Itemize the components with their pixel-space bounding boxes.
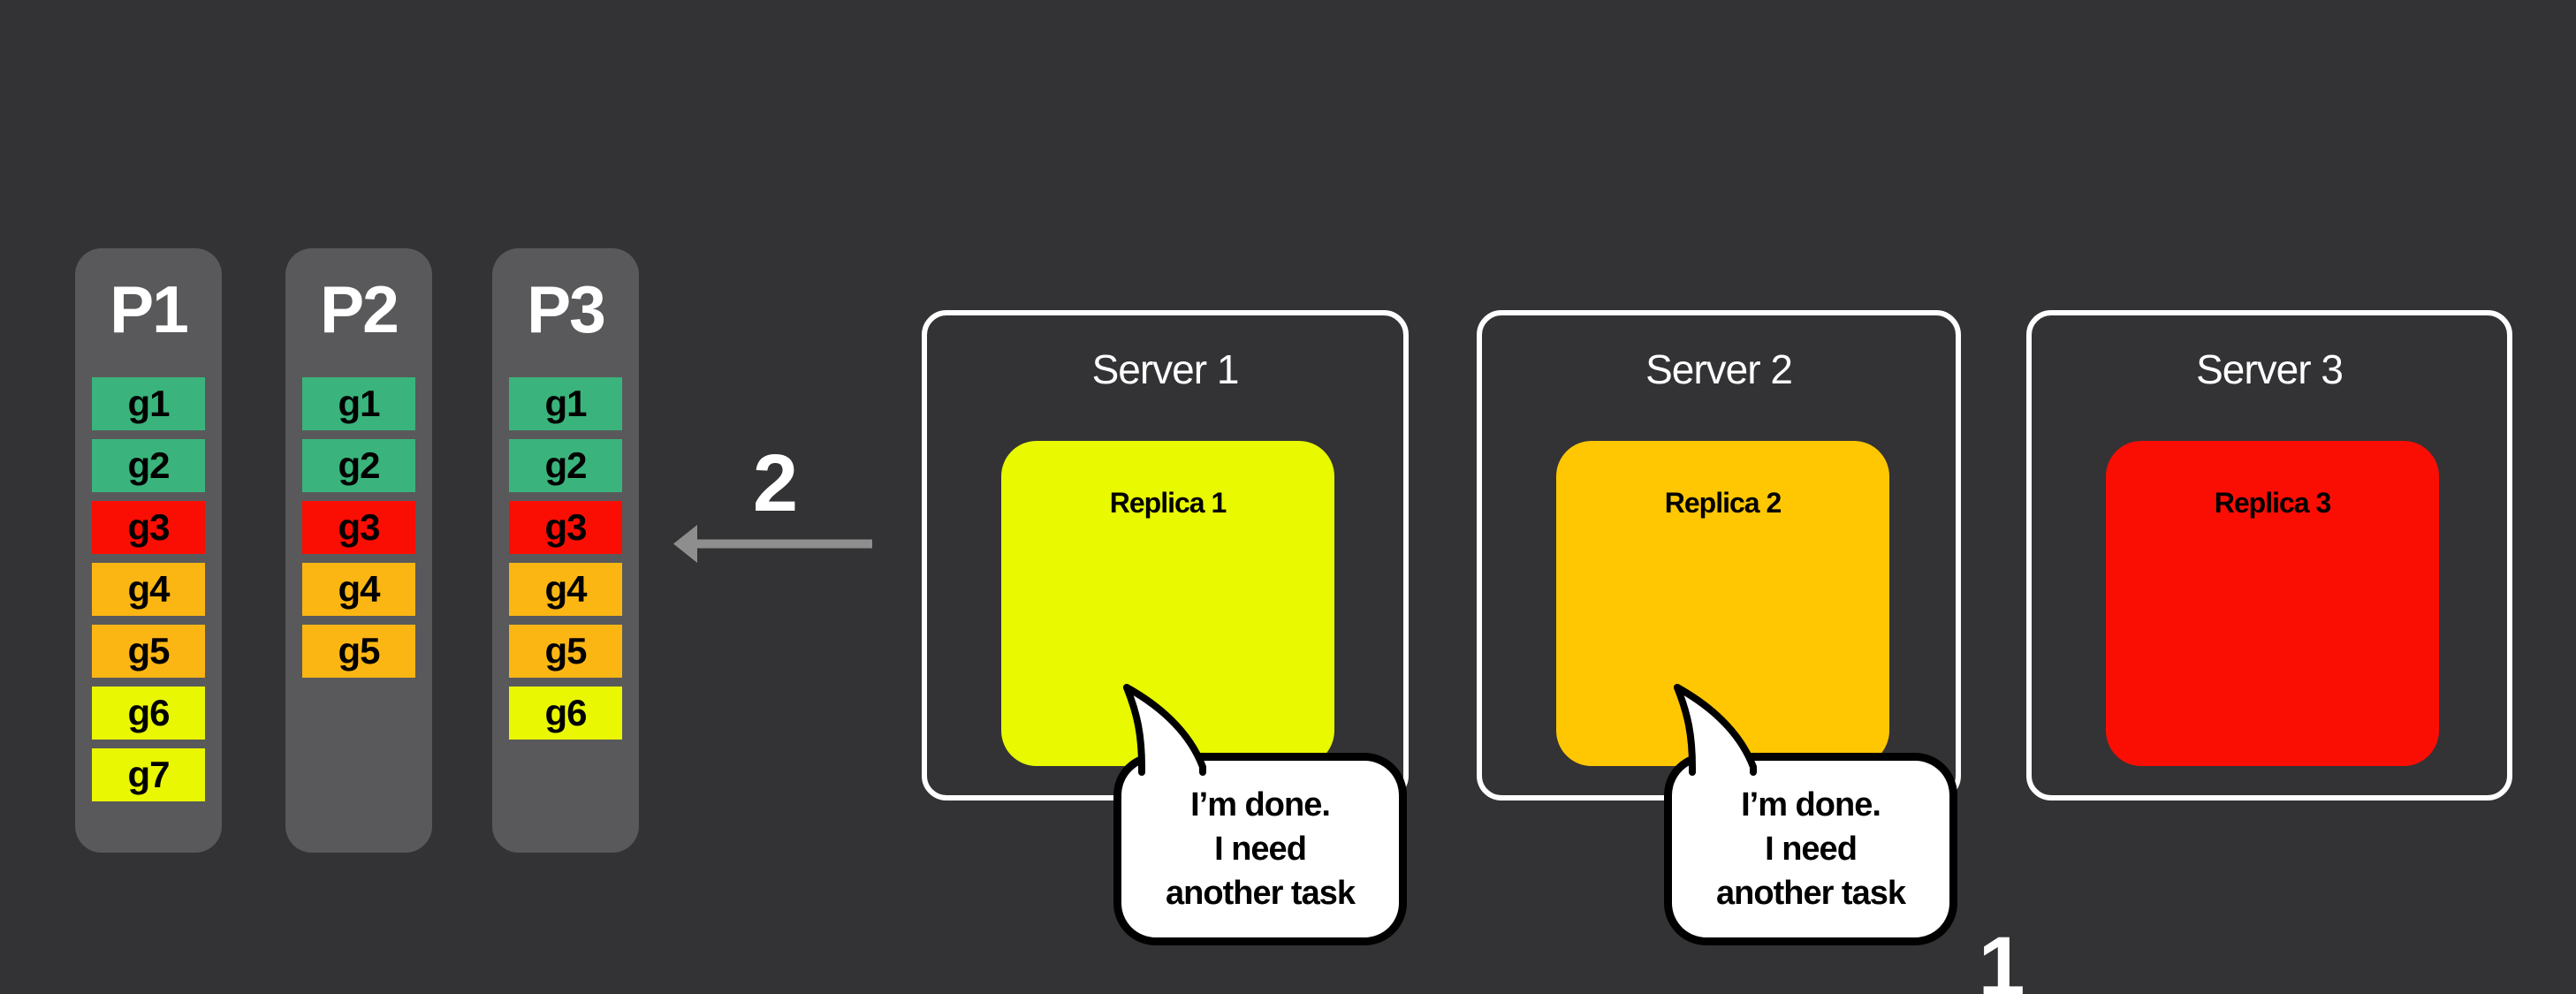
task-cell: g1 (509, 377, 622, 430)
replica-3: Replica 3 (2106, 441, 2439, 766)
replica-1: Replica 1 (1001, 441, 1334, 766)
speech-bubble-replica-1: I’m done. I need another task (1113, 753, 1407, 945)
partition-cell-stack: g1 g2 g3 g4 g5 (302, 377, 415, 678)
task-cell: g6 (509, 687, 622, 740)
partition-p3: P3 g1 g2 g3 g4 g5 g6 (492, 248, 639, 853)
server-title: Server 1 (1091, 346, 1240, 392)
task-cell: g3 (509, 501, 622, 554)
task-cell: g1 (92, 377, 205, 430)
task-cell: g5 (302, 625, 415, 678)
replica-label: Replica 1 (1109, 487, 1227, 519)
task-cell: g3 (302, 501, 415, 554)
left-arrow-icon (673, 525, 872, 563)
partition-title: P3 (527, 272, 606, 346)
replica-label: Replica 3 (2214, 487, 2332, 519)
partition-title: P2 (320, 272, 399, 346)
speech-bubble-replica-2: I’m done. I need another task (1664, 753, 1957, 945)
step-1-label: 1 (1978, 920, 2025, 994)
server-title: Server 2 (1645, 346, 1793, 392)
step-2-label: 2 (752, 438, 799, 528)
partition-cell-stack: g1 g2 g3 g4 g5 g6 (509, 377, 622, 740)
task-cell: g2 (509, 439, 622, 492)
server-title: Server 3 (2196, 346, 2344, 392)
replica-2: Replica 2 (1556, 441, 1889, 766)
speech-bubble-tail-icon (1123, 684, 1206, 778)
partition-title: P1 (110, 272, 189, 346)
task-cell: g5 (92, 625, 205, 678)
partition-p1: P1 g1 g2 g3 g4 g5 g6 g7 (75, 248, 222, 853)
server-3: Server 3 Replica 3 (2026, 310, 2512, 801)
task-cell: g4 (509, 563, 622, 616)
task-cell: g6 (92, 687, 205, 740)
partition-cell-stack: g1 g2 g3 g4 g5 g6 g7 (92, 377, 205, 801)
speech-text: I’m done. I need another task (1166, 786, 1356, 912)
task-cell: g4 (92, 563, 205, 616)
speech-bubble-tail-icon (1674, 684, 1757, 778)
task-cell: g3 (92, 501, 205, 554)
speech-text: I’m done. I need another task (1716, 786, 1906, 912)
task-cell: g1 (302, 377, 415, 430)
task-cell: g2 (92, 439, 205, 492)
task-cell: g4 (302, 563, 415, 616)
partition-p2: P2 g1 g2 g3 g4 g5 (285, 248, 432, 853)
task-cell: g2 (302, 439, 415, 492)
server-1: Server 1 Replica 1 (922, 310, 1409, 801)
task-cell: g5 (509, 625, 622, 678)
replica-label: Replica 2 (1664, 487, 1782, 519)
task-cell: g7 (92, 748, 205, 801)
